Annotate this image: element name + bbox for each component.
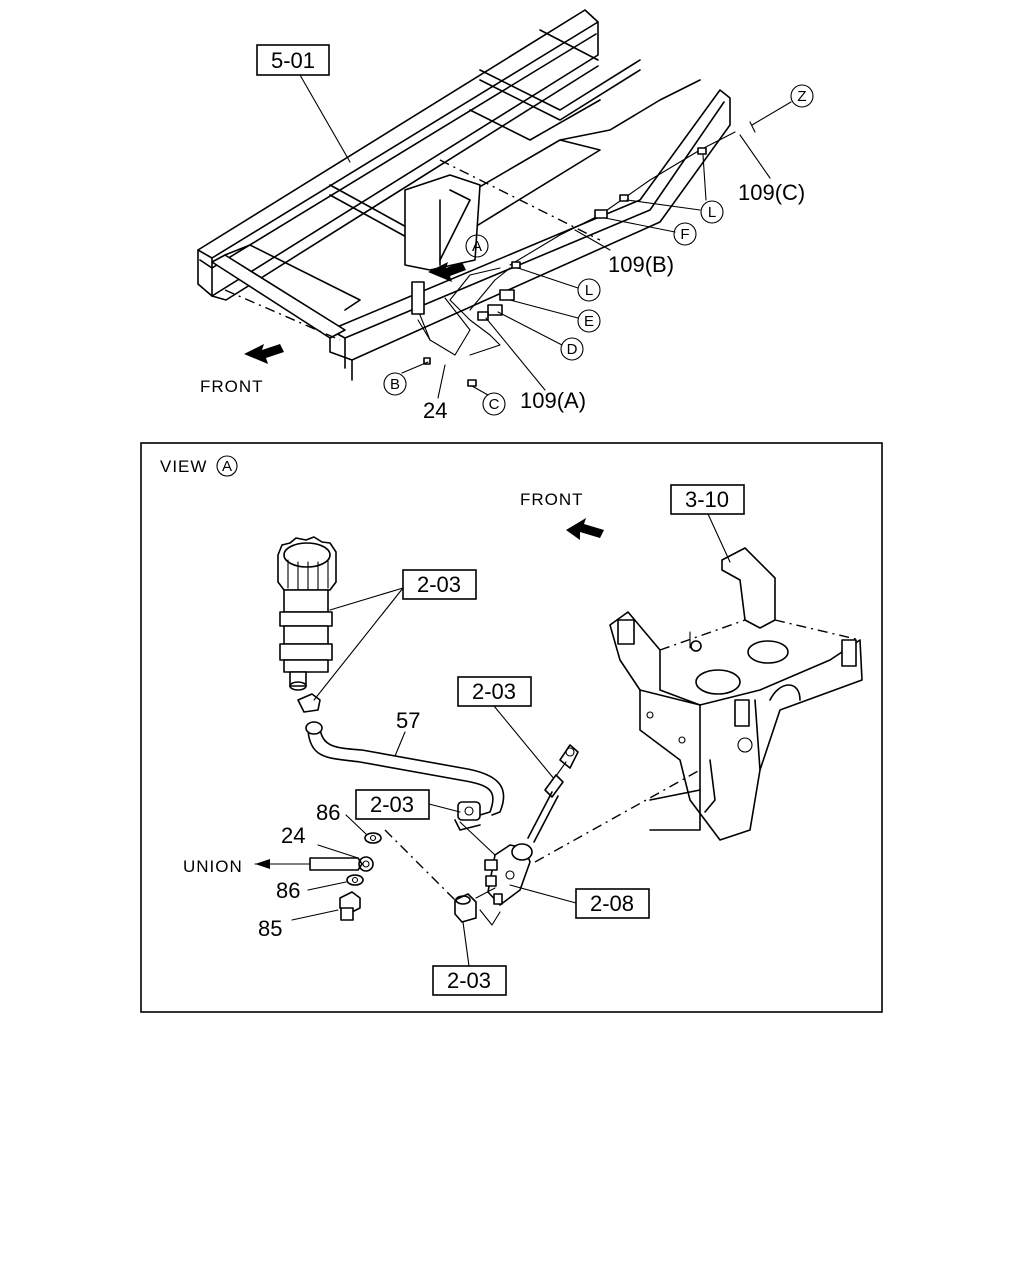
svg-text:A: A [222, 458, 232, 475]
label-24-view: 24 [281, 823, 305, 848]
svg-text:B: B [390, 376, 400, 393]
view-marker-a: A [428, 234, 489, 282]
svg-text:2-03: 2-03 [447, 968, 491, 993]
ref-tank-box: 2-03 [313, 569, 477, 701]
svg-text:L: L [585, 282, 593, 299]
svg-text:A: A [472, 238, 482, 255]
label-85: 85 [258, 916, 282, 941]
ref-frame-box: 5-01 [256, 44, 351, 163]
view-a-frame [140, 442, 883, 1013]
view-a-title: VIEW A [160, 455, 238, 477]
svg-text:Z: Z [797, 88, 806, 105]
front-label-top: FRONT [200, 377, 264, 396]
ref-hose-clamp-box: 2-03 [355, 789, 461, 820]
svg-text:3-10: 3-10 [685, 487, 729, 512]
callout-z: Z [749, 84, 814, 133]
bracket-3-10: 3-10 [609, 484, 863, 841]
label-24-top: 24 [423, 398, 447, 423]
union-bolt-stack: 86 24 UNION 86 85 [183, 800, 382, 941]
svg-text:D: D [567, 341, 578, 358]
svg-text:2-03: 2-03 [370, 792, 414, 817]
top-callouts: 109(C) L F 109(B) L E D 109(A) B C 24 [383, 134, 805, 423]
svg-text:C: C [489, 396, 500, 413]
label-86-bottom: 86 [276, 878, 300, 903]
hose-57: 57 [305, 708, 505, 816]
svg-text:2-03: 2-03 [472, 679, 516, 704]
view-a-title-text: VIEW [160, 457, 207, 476]
svg-text:2-08: 2-08 [590, 891, 634, 916]
front-arrow-view: FRONT [520, 490, 604, 540]
bottom-fitting: 2-03 [384, 829, 507, 996]
label-109a: 109(A) [520, 388, 586, 413]
svg-text:2-03: 2-03 [417, 572, 461, 597]
label-109c: 109(C) [738, 180, 805, 205]
union-label: UNION [183, 857, 243, 876]
front-label-view: FRONT [520, 490, 584, 509]
svg-text:L: L [708, 204, 716, 221]
ref-frame-label: 5-01 [271, 48, 315, 73]
svg-text:F: F [680, 226, 689, 243]
master-cylinder [459, 769, 701, 906]
label-86-top: 86 [316, 800, 340, 825]
reservoir-tank [277, 536, 337, 713]
label-109b: 109(B) [608, 252, 674, 277]
svg-text:E: E [584, 313, 594, 330]
front-arrow-top: FRONT [200, 344, 284, 396]
pipe-clips [411, 147, 707, 387]
ref-master-cyl-box: 2-08 [509, 884, 650, 919]
label-57: 57 [396, 708, 420, 733]
hose-clamp [454, 801, 481, 831]
chassis-frame [197, 9, 731, 381]
pushrod-assembly: 2-03 [457, 676, 579, 843]
